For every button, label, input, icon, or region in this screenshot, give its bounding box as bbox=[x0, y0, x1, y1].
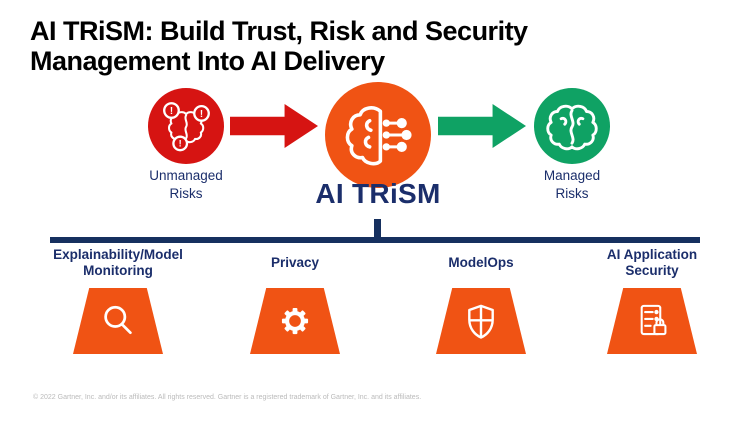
circuit-nodes bbox=[382, 118, 412, 152]
svg-text:!: ! bbox=[170, 106, 173, 117]
pillar-ai-app-security: AI Application Security bbox=[572, 244, 732, 354]
alert-badges: ! ! ! bbox=[163, 102, 210, 152]
svg-text:!: ! bbox=[179, 139, 182, 149]
ai-trism-label: AI TRiSM bbox=[315, 178, 441, 209]
page-title: AI TRiSM: Build Trust, Risk and Security… bbox=[30, 16, 528, 77]
ai-trism-badge bbox=[325, 82, 431, 188]
pillar-shape bbox=[436, 288, 526, 354]
pillar-label: AI Application Security bbox=[606, 246, 698, 278]
pillar-privacy: Privacy bbox=[215, 244, 375, 354]
pillar-label: Privacy bbox=[270, 254, 320, 270]
lock-glyph bbox=[653, 318, 667, 336]
pillar-shape bbox=[250, 288, 340, 354]
pillar-modelops: ModelOps bbox=[401, 244, 561, 354]
document-lock-icon bbox=[640, 304, 667, 336]
connector-stem bbox=[374, 219, 381, 239]
unmanaged-risks-badge: ! ! ! bbox=[148, 88, 224, 164]
connector-bar bbox=[50, 237, 700, 243]
pillar-label: Explainability/Model Monitoring bbox=[53, 246, 183, 278]
red-arrow-icon bbox=[230, 104, 318, 148]
brain-icon bbox=[546, 104, 598, 151]
pillar-shape bbox=[73, 288, 163, 354]
gear-icon bbox=[281, 307, 309, 335]
svg-text:!: ! bbox=[200, 109, 203, 120]
copyright-note: © 2022 Gartner, Inc. and/or its affiliat… bbox=[33, 394, 422, 401]
risk-brain-icon: ! ! ! bbox=[163, 102, 210, 152]
brain-circuit-icon bbox=[345, 106, 412, 166]
pillar-explainability: Explainability/Model Monitoring bbox=[38, 244, 198, 354]
shield-icon bbox=[468, 304, 494, 339]
managed-risks-label: Managed Risks bbox=[543, 168, 601, 201]
unmanaged-risks-label: Unmanaged Risks bbox=[149, 168, 223, 201]
pillar-shape bbox=[607, 288, 697, 354]
managed-risks-badge bbox=[534, 88, 610, 164]
pillar-label: ModelOps bbox=[448, 254, 514, 270]
magnifier-icon bbox=[104, 305, 132, 335]
green-arrow-icon bbox=[438, 104, 526, 148]
